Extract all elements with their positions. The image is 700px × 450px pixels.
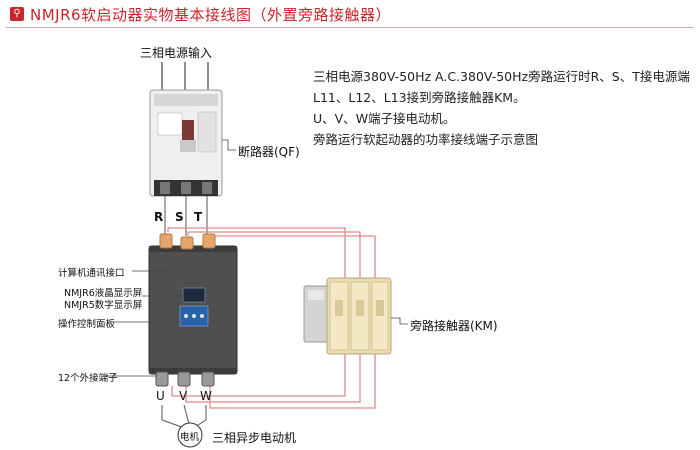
search-icon: ⚲: [10, 7, 24, 21]
description-line: 旁路运行软起动器的功率接线端子示意图: [313, 132, 539, 147]
rst-wires: [164, 196, 208, 236]
motor-label: 三相异步电动机: [212, 431, 297, 445]
phase-s-label: S: [175, 210, 184, 224]
output-w-label: W: [200, 389, 212, 403]
led-display-label: NMJR5数字显示屏: [64, 300, 143, 311]
output-u-label: U: [156, 389, 165, 403]
output-v-label: V: [179, 389, 188, 403]
phase-t-label: T: [194, 210, 203, 224]
motor-symbol-label: 电机: [180, 432, 200, 443]
input-terminals: [159, 233, 216, 250]
motor: [177, 422, 203, 448]
comm-port-label: 计算机通讯接口: [58, 268, 125, 279]
circuit-breaker: [149, 89, 223, 197]
power-input-wires: [161, 62, 209, 92]
bypass-wires: [167, 227, 376, 409]
page-title: NMJR6软启动器实物基本接线图（外置旁路接触器）: [30, 6, 392, 24]
output-terminals: [155, 371, 215, 387]
bypass-contactor: [303, 277, 392, 355]
description-block: 三相电源380V-50Hz A.C.380V-50Hz旁路运行时R、S、T接电源…: [313, 66, 698, 150]
lcd-display-label: NMJR6液晶显示屏: [64, 288, 143, 299]
panel-label: 操作控制面板: [58, 319, 116, 330]
description-line: L11、L12、L13接到旁路接触器KM。: [313, 90, 526, 105]
header-divider: [6, 27, 694, 28]
terminals-label: 12个外接端子: [58, 373, 118, 384]
description-line: 三相电源380V-50Hz A.C.380V-50Hz旁路运行时R、S、T接电源…: [313, 69, 690, 84]
phase-r-label: R: [154, 210, 164, 224]
soft-starter: [148, 245, 238, 375]
bypass-contactor-label: 旁路接触器(KM): [410, 319, 498, 333]
description-line: U、V、W端子接电动机。: [313, 111, 456, 126]
power-input-label: 三相电源输入: [140, 46, 213, 60]
header: ⚲ NMJR6软启动器实物基本接线图（外置旁路接触器）: [0, 0, 700, 30]
breaker-label: 断路器(QF): [238, 145, 300, 159]
